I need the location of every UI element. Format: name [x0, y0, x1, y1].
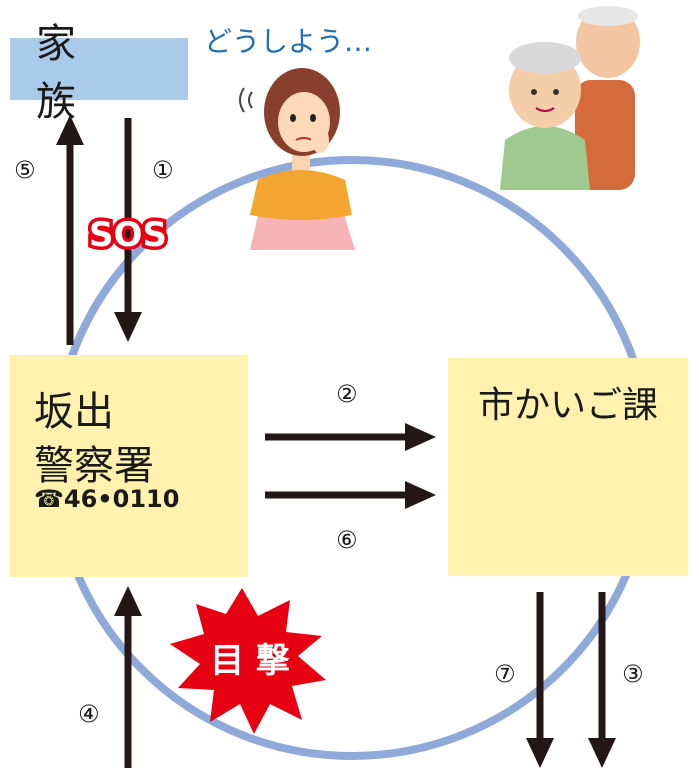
witness-starburst: 目 撃 — [170, 588, 326, 734]
police-name-line2: 警察署 — [34, 443, 154, 489]
arrow-police-to-family — [56, 115, 84, 345]
family-label: 家 族 — [36, 21, 168, 125]
step-6-label: ⑥ — [336, 526, 358, 554]
worried-woman-illustration — [239, 68, 355, 250]
step-5-label: ⑤ — [14, 156, 36, 184]
step-7-label: ⑦ — [494, 660, 516, 688]
arrow-city-down-7 — [526, 592, 554, 768]
step-3-label: ③ — [622, 660, 644, 688]
step-4-label: ④ — [78, 700, 100, 728]
police-name-line1: 坂出 — [34, 389, 114, 435]
worried-text: どうしよう… — [204, 25, 373, 58]
arrow-family-to-police — [114, 118, 142, 342]
sos-badge: SOS — [86, 212, 171, 259]
arrow-police-to-city-6 — [265, 481, 436, 509]
city-care-division-label: 市かいご課 — [477, 385, 658, 426]
family-box: 家 族 — [10, 21, 188, 125]
arrow-city-down-3 — [588, 592, 616, 768]
city-care-division-box: 市かいご課 — [448, 358, 688, 576]
step-1-label: ① — [152, 156, 174, 184]
police-phone: ☎46•0110 — [34, 485, 180, 513]
step-2-label: ② — [336, 380, 358, 408]
arrow-police-to-city-2 — [265, 423, 436, 451]
witness-text: 目 撃 — [210, 641, 290, 681]
sos-text: SOS — [89, 215, 167, 255]
police-station-box: 坂出 警察署 ☎46•0110 — [10, 355, 248, 577]
elderly-couple-illustration — [500, 6, 640, 190]
arrow-witness-to-police — [114, 586, 142, 768]
